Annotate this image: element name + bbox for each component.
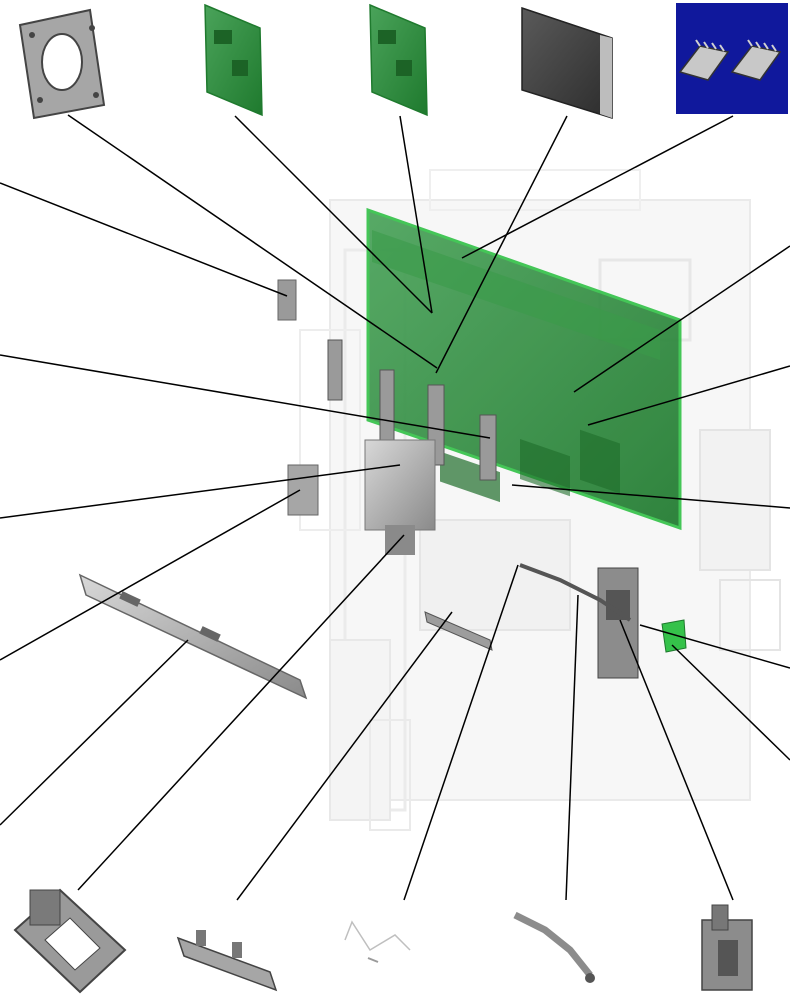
mounting-rail-icon: [176, 930, 278, 992]
circuit-card-icon: [204, 3, 263, 117]
side-bracket-icon: [701, 904, 753, 991]
circuit-card-icon-2: [369, 3, 428, 117]
base-bracket-icon: [13, 888, 127, 994]
lever-arm-assembly: [519, 563, 632, 622]
main-board-icon: [366, 207, 682, 531]
mounting-bracket-icon: [18, 8, 106, 120]
small-rail: [424, 611, 493, 651]
metal-plate-icon: [521, 6, 613, 120]
cable-icon: [344, 920, 411, 963]
callout-lines: [0, 114, 790, 901]
ic-chip-icon: [676, 3, 788, 114]
lever-arm-icon: [513, 911, 595, 983]
connector-clips: [327, 339, 497, 481]
long-rail-icon: [78, 573, 308, 700]
